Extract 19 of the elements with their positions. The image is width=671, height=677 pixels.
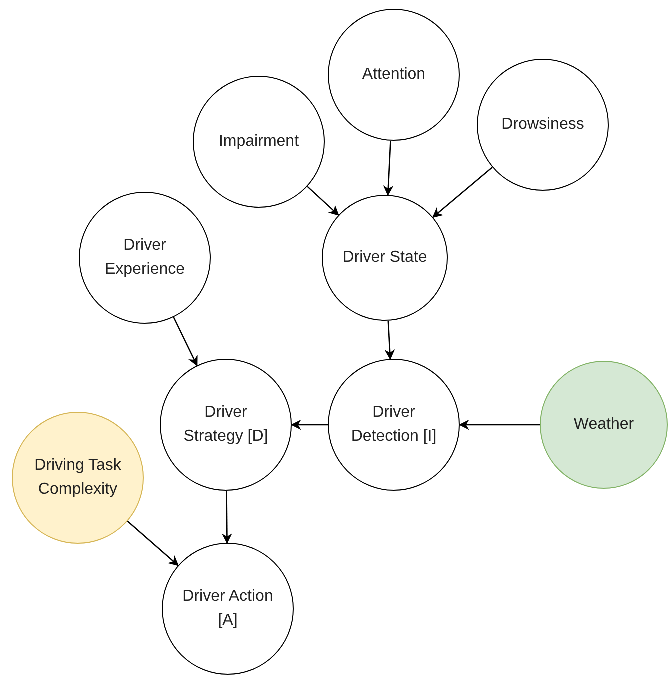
- arrow: [384, 320, 396, 360]
- node-label: Attention: [362, 65, 426, 85]
- arrow: [307, 186, 340, 216]
- arrow: [458, 420, 540, 430]
- arrow: [222, 490, 232, 544]
- node-label: Driver State: [342, 248, 428, 268]
- arrow: [383, 140, 394, 196]
- node-label: Driver Action [A]: [182, 587, 274, 631]
- node-label: Impairment: [218, 132, 300, 152]
- node-label: Driver Experience: [104, 236, 186, 280]
- node-label: Weather: [574, 415, 634, 435]
- arrow: [173, 317, 198, 367]
- node-label: Driving Task Complexity: [34, 456, 122, 500]
- node-label: Driver Strategy [D]: [182, 403, 270, 447]
- arrow: [432, 167, 493, 218]
- arrow: [127, 520, 180, 566]
- node-label: Driver Detection [I]: [350, 403, 438, 447]
- arrow: [290, 420, 328, 430]
- node-label: Drowsiness: [502, 115, 584, 135]
